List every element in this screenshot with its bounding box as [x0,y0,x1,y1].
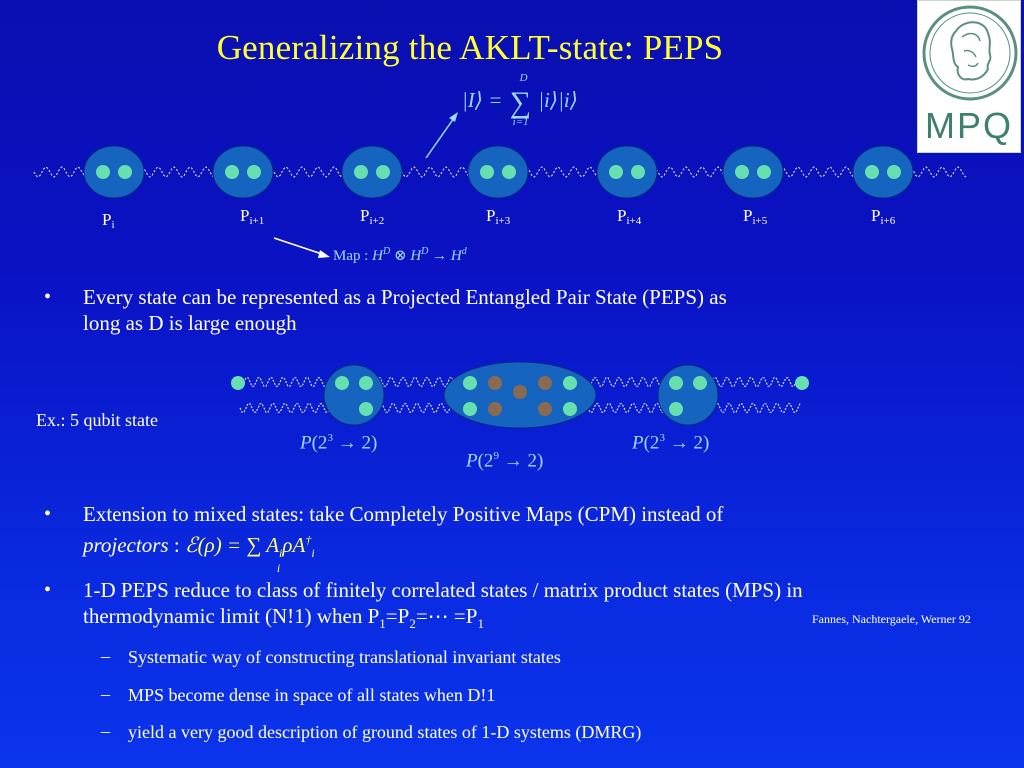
page-title: Generalizing the AKLT-state: PEPS [216,28,724,67]
bullet-dot: • [44,286,52,308]
virtual-spin-dot [359,376,373,390]
virtual-spin-dot [335,376,349,390]
example-label: Ex.: 5 qubit state [36,410,158,430]
bond-pointer-arrowhead [449,112,458,122]
projector-tag-center: P(29 → 2) [466,450,544,472]
site-label-2: Pi+2 [360,206,385,227]
physical-qubit-end-left [231,376,245,390]
map-pointer-arrow [273,237,323,255]
virtual-spin-dot [502,165,516,179]
physical-qubit-dot [538,402,552,416]
entangled-pair-formula: |I⟩ = ∑ D i=1 |i⟩|i⟩ [462,72,578,128]
virtual-spin-dot [563,402,577,416]
sub-bullet-translational: Systematic way of constructing translati… [128,647,561,667]
physical-qubit-dot [538,376,552,390]
virtual-spin-dot [480,165,494,179]
projector-tag-left: P(23 → 2) [300,432,378,454]
projector-node [83,145,145,199]
virtual-spin-dot [609,165,623,179]
virtual-spin-dot [225,165,239,179]
virtual-spin-dot [563,376,577,390]
sub-bullet-dash: – [101,721,110,741]
projector-blob-right [657,364,719,426]
sub-bullet-dmrg: yield a very good description of ground … [128,722,642,742]
physical-qubit-end-right [795,376,809,390]
virtual-spin-dot [247,165,261,179]
virtual-spin-dot [669,376,683,390]
virtual-spin-dot [118,165,132,179]
site-label-0: Pi [102,210,115,231]
site-label-6: Pi+6 [871,206,896,227]
mpq-logo: MPQ [917,0,1021,153]
virtual-spin-dot [693,376,707,390]
virtual-spin-dot [887,165,901,179]
site-label-4: Pi+4 [617,206,642,227]
projector-blob-left [323,364,385,426]
bullet-mixed-states: Extension to mixed states: take Complete… [83,502,724,575]
projector-node [212,145,274,199]
projector-node [341,145,403,199]
physical-qubit-dot [488,402,502,416]
bullet-dot: • [44,579,52,601]
map-formula: Map : HD ⊗ HD → Hd [333,246,467,264]
virtual-spin-dot [376,165,390,179]
bond-pointer-arrow [425,117,455,159]
virtual-spin-dot [631,165,645,179]
virtual-spin-dot [669,402,683,416]
virtual-spin-dot [865,165,879,179]
virtual-spin-dot [359,402,373,416]
virtual-spin-dot [463,376,477,390]
projector-node [467,145,529,199]
projector-node [852,145,914,199]
site-label-3: Pi+3 [486,206,511,227]
map-pointer-arrowhead [318,250,330,258]
projector-node [722,145,784,199]
site-label-1: Pi+1 [240,206,265,227]
virtual-spin-dot [735,165,749,179]
sub-bullet-dense: MPS become dense in space of all states … [128,685,496,705]
projector-tag-right: P(23 → 2) [632,432,710,454]
bullet-dot: • [44,503,52,525]
physical-qubit-dot [513,385,527,399]
virtual-spin-dot [757,165,771,179]
citation: Fannes, Nachtergaele, Werner 92 [812,612,971,626]
sub-bullet-dash: – [101,646,110,666]
logo-text: MPQ [924,105,1013,146]
site-label-5: Pi+5 [743,206,768,227]
projector-node [596,145,658,199]
athena-head-icon [922,5,1018,101]
bullet-1d-peps: 1-D PEPS reduce to class of finitely cor… [83,578,803,632]
virtual-spin-dot [463,402,477,416]
bullet-peps: Every state can be represented as a Proj… [83,285,727,335]
virtual-spin-dot [354,165,368,179]
sub-bullet-dash: – [101,684,110,704]
physical-qubit-dot [488,376,502,390]
virtual-spin-dot [96,165,110,179]
